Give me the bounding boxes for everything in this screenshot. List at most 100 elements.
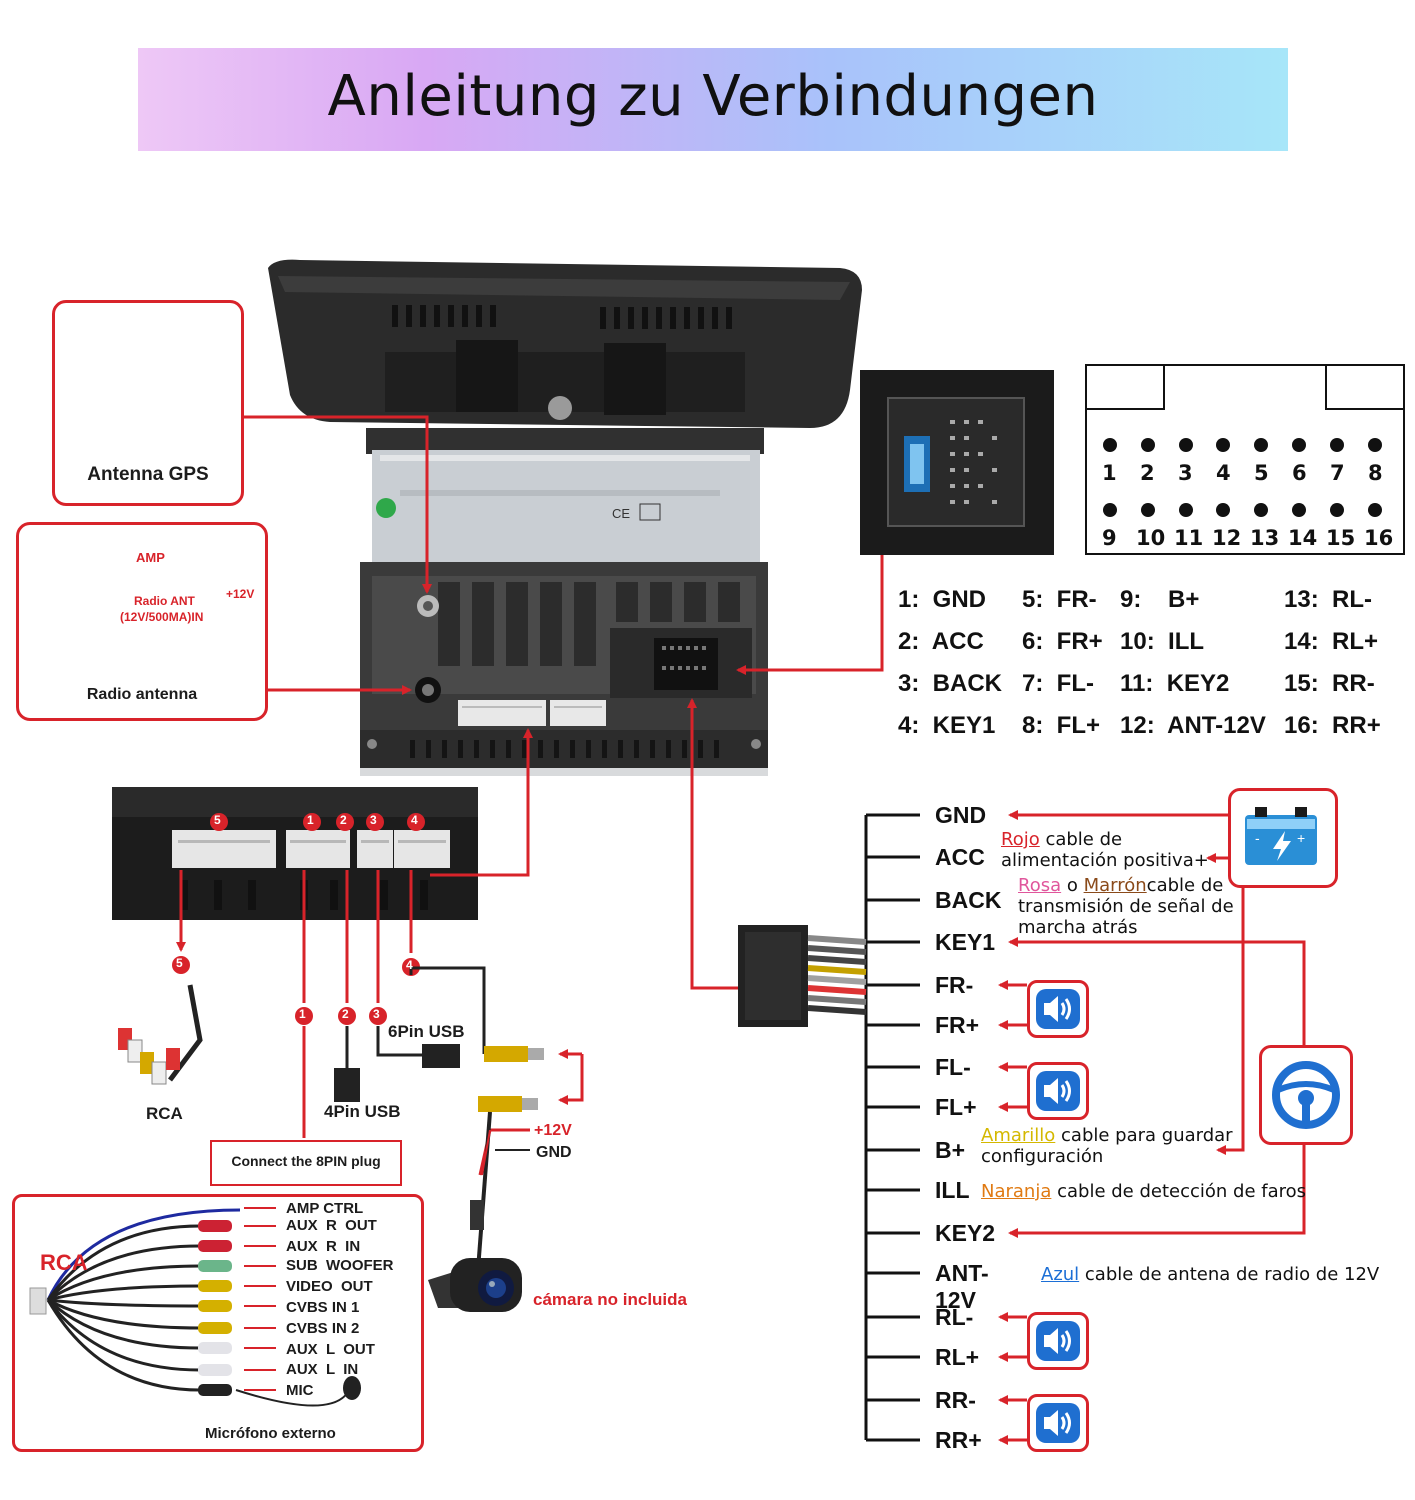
wire-rl-plus: RL+ xyxy=(935,1344,980,1370)
camera-note: cámara no incluida xyxy=(533,1290,687,1309)
radio-antenna-label: Radio antenna xyxy=(86,686,198,703)
wire-b-plus: B+ xyxy=(935,1137,966,1163)
legend-row: 12: ANT-12V xyxy=(1120,712,1266,739)
pin-number: 15 xyxy=(1326,526,1356,550)
gps-label: Antenna GPS xyxy=(87,464,209,485)
usb4-label: 4Pin USB xyxy=(324,1102,401,1121)
legend-row: 8: FL+ xyxy=(1022,712,1101,739)
wire-fl-minus: FL- xyxy=(935,1054,971,1080)
wire-ant-12v: ANT-12V xyxy=(935,1260,989,1313)
b-desc-text: cable para guardar xyxy=(1055,1125,1233,1146)
port-3-badge: 3 xyxy=(370,813,377,827)
wire-rr-minus: RR- xyxy=(935,1387,976,1413)
pin-number: 13 xyxy=(1250,526,1280,550)
speaker-front-right xyxy=(1027,980,1089,1038)
pin-number: 2 xyxy=(1140,461,1155,485)
pin-number: 6 xyxy=(1292,461,1307,485)
connect-8pin-box xyxy=(210,1140,402,1186)
pin-number: 10 xyxy=(1136,526,1166,550)
svg-text:+: + xyxy=(1297,830,1305,846)
legend-row: 4: KEY1 xyxy=(898,712,996,739)
steering-wheel-icon xyxy=(1272,1061,1340,1129)
ant-desc-text: cable de antena de radio de 12V xyxy=(1079,1264,1380,1285)
usb-cables xyxy=(334,966,544,1271)
rca-item: CVBS IN 1 xyxy=(286,1299,360,1316)
rca-item: AUX L IN xyxy=(286,1361,359,1378)
legend-row: 7: FL- xyxy=(1022,670,1094,697)
pin-number: 11 xyxy=(1174,526,1204,550)
speaker-front-left xyxy=(1027,1062,1089,1120)
legend-row: 2: ACC xyxy=(898,628,984,655)
camera-gnd: GND xyxy=(536,1144,572,1161)
port-1-badge: 1 xyxy=(299,1007,306,1021)
title-banner xyxy=(138,48,1288,151)
port-5-badge: 5 xyxy=(176,956,183,970)
port-5-badge: 5 xyxy=(214,813,221,827)
speaker-rear-left xyxy=(1027,1312,1089,1370)
pin-number: 7 xyxy=(1330,461,1345,485)
acc-desc: Rojo cable de alimentación positiva+ xyxy=(1001,829,1209,871)
connect-8pin-label: Connect the 8PIN plug xyxy=(231,1153,381,1169)
wire-acc: ACC xyxy=(935,844,985,870)
color-naranja: Naranja xyxy=(981,1181,1052,1202)
color-azul: Azul xyxy=(1041,1264,1080,1285)
speaker-icon xyxy=(1036,989,1080,1029)
pin-number: 14 xyxy=(1288,526,1318,550)
pin-number: 1 xyxy=(1102,461,1117,485)
legend-row: 9: B+ xyxy=(1120,586,1200,613)
wire-fr-minus: FR- xyxy=(935,972,974,998)
usb6-label: 6Pin USB xyxy=(388,1022,465,1041)
b-desc-text2: configuración xyxy=(981,1146,1104,1167)
harness-photo xyxy=(112,787,478,920)
back-desc-text3: marcha atrás xyxy=(1018,917,1138,938)
speaker-icon xyxy=(1036,1403,1080,1443)
plus12-label: +12V xyxy=(226,587,255,601)
wire-rl-minus: RL- xyxy=(935,1304,974,1330)
legend-row: 5: FR- xyxy=(1022,586,1097,613)
rca-item: AUX R OUT xyxy=(286,1217,377,1234)
wire-lines xyxy=(864,813,920,1442)
back-desc: Rosa o Marróncable de transmisión de señ… xyxy=(1018,875,1234,938)
pin-number: 3 xyxy=(1178,461,1193,485)
back-desc-text2: transmisión de señal de xyxy=(1018,896,1234,917)
rca-box xyxy=(12,1194,424,1452)
legend-row: 3: BACK xyxy=(898,670,1003,697)
port-4-badge: 4 xyxy=(406,958,413,972)
battery-box: - + xyxy=(1228,788,1338,888)
radio-ant-label: Radio ANT xyxy=(134,594,195,608)
port-1-badge: 1 xyxy=(307,813,314,827)
pin-number: 8 xyxy=(1368,461,1383,485)
pin-number: 16 xyxy=(1364,526,1394,550)
steering-wheel-box xyxy=(1259,1045,1353,1145)
speaker-icon xyxy=(1036,1071,1080,1111)
camera-illustration xyxy=(428,1258,522,1312)
back-desc-text: cable de xyxy=(1146,875,1224,896)
rca-box-title: RCA xyxy=(40,1250,88,1275)
rca-label: RCA xyxy=(146,1104,183,1123)
legend-row: 16: RR+ xyxy=(1284,712,1381,739)
rca-bundle xyxy=(118,984,203,1085)
rca-item: AUX L OUT xyxy=(286,1341,375,1358)
rca-item: AUX R IN xyxy=(286,1238,361,1255)
wire-fr-plus: FR+ xyxy=(935,1012,980,1038)
wire-key2: KEY2 xyxy=(935,1220,996,1246)
connector-photo xyxy=(860,370,1054,555)
amp-label: AMP xyxy=(136,550,165,565)
legend-row: 14: RL+ xyxy=(1284,628,1379,655)
ill-desc-text: cable de detección de faros xyxy=(1051,1181,1307,1202)
port-3-badge: 3 xyxy=(373,1007,380,1021)
wire-back: BACK xyxy=(935,887,1002,913)
color-amarillo: Amarillo xyxy=(981,1125,1056,1146)
pinout-outline xyxy=(1085,364,1405,555)
rca-item: MIC xyxy=(286,1382,314,1399)
legend-row: 15: RR- xyxy=(1284,670,1375,697)
radio-box xyxy=(16,522,268,721)
speaker-rear-right xyxy=(1027,1394,1089,1452)
gps-box xyxy=(52,300,244,506)
b-plus-desc: Amarillo cable para guardar configuració… xyxy=(981,1125,1233,1167)
port-2-badge: 2 xyxy=(342,1007,349,1021)
color-marron: Marrón xyxy=(1083,875,1147,896)
port-4-badge: 4 xyxy=(411,813,418,827)
ill-desc: Naranja cable de detección de faros xyxy=(981,1181,1306,1202)
